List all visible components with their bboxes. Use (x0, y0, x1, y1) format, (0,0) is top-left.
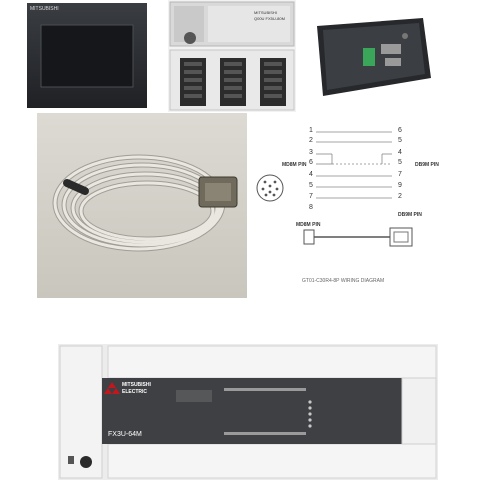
left-pin-5: 4 (309, 171, 313, 178)
hmi-front-photo: MITSUBISHI (27, 3, 147, 108)
plc-model: FX3U-64M (108, 431, 142, 438)
wiring-diagram: 1 2 3 6 4 5 7 8 6 5 4 5 7 9 2 MD8M PIN D… (252, 120, 457, 292)
right-pin-3: 4 (398, 149, 402, 156)
diagram-caption: GT01-C30R4-8P WIRING DIAGRAM (302, 278, 385, 284)
md8m-pin-label-2: MD8M PIN (296, 222, 321, 228)
left-pin-6: 5 (309, 182, 313, 189)
db9m-pin-label: DB9M PIN (415, 162, 439, 168)
left-pin-7: 7 (309, 193, 313, 200)
plc-module-photo: MITSUBISHI Q00U FX5U-80M (168, 0, 296, 112)
fx3u-plc-photo: MITSUBISHI ELECTRIC FX3U-64M (58, 344, 438, 480)
right-pin-7: 2 (398, 193, 402, 200)
hmi-back-photo (313, 8, 433, 103)
db9m-pin-label-2: DB9M PIN (398, 212, 422, 218)
left-pin-2: 2 (309, 137, 313, 144)
right-pin-4: 5 (398, 159, 402, 166)
plc-brand-line2: ELECTRIC (122, 389, 147, 395)
md8m-pin-label: MD8M PIN (282, 162, 307, 168)
left-pin-8: 8 (309, 204, 313, 211)
left-pin-3: 3 (309, 149, 313, 156)
right-pin-2: 5 (398, 137, 402, 144)
plc-module-model: Q00U FX5U-80M (254, 16, 285, 21)
right-pin-6: 9 (398, 182, 402, 189)
right-pin-5: 7 (398, 171, 402, 178)
plc-brand-line1: MITSUBISHI (122, 382, 151, 388)
left-pin-4: 6 (309, 159, 313, 166)
cable-photo (37, 113, 247, 298)
left-pin-1: 1 (309, 127, 313, 134)
plc-module-brand: MITSUBISHI (254, 10, 277, 15)
hmi-brand: MITSUBISHI (30, 6, 59, 12)
right-pin-1: 6 (398, 127, 402, 134)
